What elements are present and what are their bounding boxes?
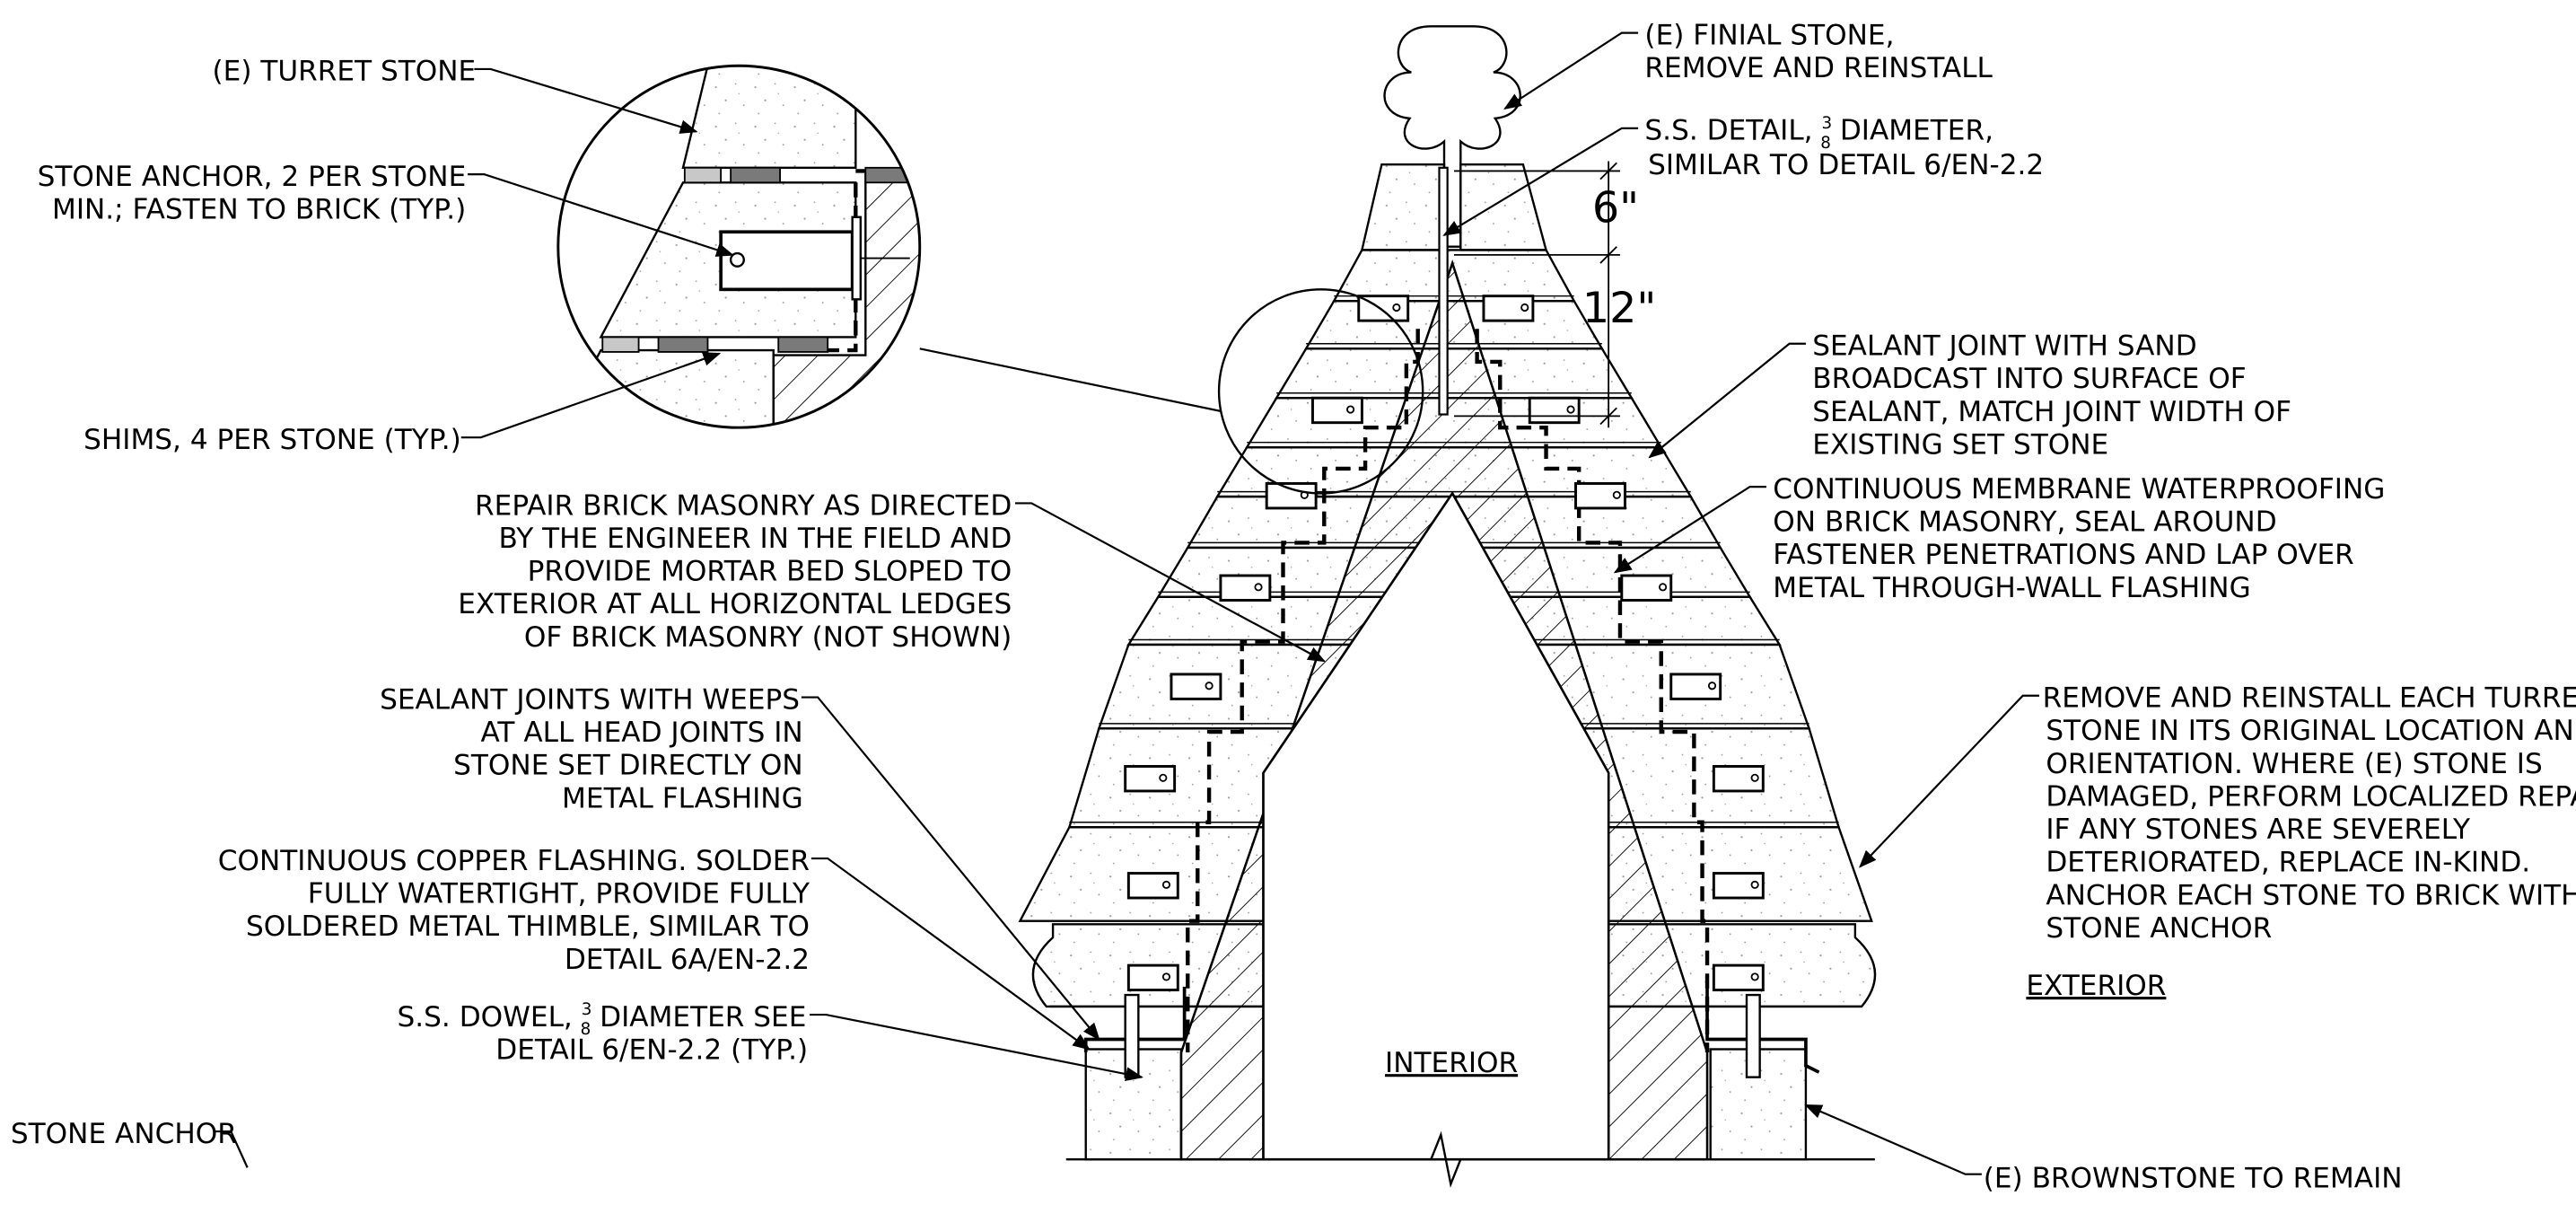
note-dowel-line1b: DIAMETER SEE: [591, 1001, 806, 1033]
note-weeps-line1: SEALANT JOINTS WITH WEEPS: [380, 683, 800, 716]
note-reinstall-line6: DETERIORATED, REPLACE IN-KIND.: [2046, 847, 2530, 879]
ss-dowels: [1124, 993, 1761, 1078]
note-copper-line3: SOLDERED METAL THIMBLE, SIMILAR TO: [246, 910, 810, 943]
anchor-holes: [1159, 303, 1759, 981]
note-weeps-line2: AT ALL HEAD JOINTS IN: [481, 717, 803, 749]
note-dowel-line2: DETAIL 6/EN-2.2 (TYP.): [495, 1033, 808, 1066]
note-reinstall-line7: ANCHOR EACH STONE TO BRICK WITH: [2046, 879, 2576, 911]
note-weeps-line3: STONE SET DIRECTLY ON: [453, 750, 803, 782]
dimension-lines: [1453, 161, 1620, 428]
dim-6: 6": [1592, 183, 1639, 233]
note-copper-line4: DETAIL 6A/EN-2.2: [565, 944, 810, 976]
note-stone-anchor-line1: STONE ANCHOR, 2 PER STONE: [38, 161, 467, 193]
note-membrane-line4: METAL THROUGH-WALL FLASHING: [1773, 572, 2250, 604]
dim-12: 12": [1582, 284, 1656, 333]
fraction-numerator: 3: [582, 1000, 592, 1019]
note-repair-line4: EXTERIOR AT ALL HORIZONTAL LEDGES: [458, 588, 1012, 620]
note-repair-line1: REPAIR BRICK MASONRY AS DIRECTED: [475, 489, 1012, 522]
label-interior: INTERIOR: [1385, 1047, 1518, 1079]
note-weeps-line4: METAL FLASHING: [562, 782, 803, 814]
note-copper-line1: CONTINUOUS COPPER FLASHING. SOLDER: [218, 845, 810, 877]
note-reinstall-line1: REMOVE AND REINSTALL EACH TURRET: [2043, 682, 2576, 715]
note-reinstall-line4: DAMAGED, PERFORM LOCALIZED REPAIR.: [2046, 780, 2576, 813]
fraction-denominator-2: 8: [1820, 134, 1831, 153]
ss-detail-rod: [1438, 166, 1449, 416]
note-reinstall-line3: ORIENTATION. WHERE (E) STONE IS: [2046, 748, 2542, 780]
callout-connector: [919, 347, 1222, 412]
notes-left: (E) TURRET STONE STONE ANCHOR, 2 PER STO…: [11, 56, 1012, 1150]
note-finial-line1: (E) FINIAL STONE,: [1644, 19, 1894, 51]
note-repair-line3: PROVIDE MORTAR BED SLOPED TO: [528, 556, 1012, 588]
note-sealant-line2: BROADCAST INTO SURFACE OF: [1812, 363, 2246, 395]
note-repair-line5: OF BRICK MASONRY (NOT SHOWN): [524, 621, 1012, 654]
note-sealant-line3: SEALANT, MATCH JOINT WIDTH OF: [1812, 396, 2291, 428]
note-sealant-line1: SEALANT JOINT WITH SAND: [1812, 330, 2196, 363]
note-brownstone: (E) BROWNSTONE TO REMAIN: [1984, 1162, 2403, 1194]
finial-stone: [1360, 25, 1548, 251]
note-ss-detail-line1a: S.S. DETAIL,: [1644, 115, 1821, 147]
note-copper-line2: FULLY WATERTIGHT, PROVIDE FULLY: [308, 877, 810, 910]
note-finial-line2: REMOVE AND REINSTALL: [1644, 52, 1993, 84]
label-exterior: EXTERIOR: [2026, 970, 2166, 1002]
note-sealant-line4: EXISTING SET STONE: [1812, 428, 2108, 461]
note-repair-line2: BY THE ENGINEER IN THE FIELD AND: [499, 523, 1012, 555]
membrane-waterproofing: [1186, 329, 1710, 1053]
note-ss-detail-line1b: DIAMETER,: [1831, 115, 1993, 147]
note-reinstall-line5: IF ANY STONES ARE SEVERELY: [2046, 814, 2471, 846]
ground-line: [1065, 1130, 1875, 1188]
note-stone-anchor-title: STONE ANCHOR: [11, 1118, 237, 1150]
fraction-numerator-2: 3: [1821, 114, 1832, 133]
note-membrane-line2: ON BRICK MASONRY, SEAL AROUND: [1773, 506, 2276, 539]
note-reinstall-line2: STONE IN ITS ORIGINAL LOCATION AND: [2046, 715, 2576, 747]
fraction-denominator: 8: [581, 1020, 591, 1039]
zoom-detail: [556, 64, 922, 429]
note-membrane-line1: CONTINUOUS MEMBRANE WATERPROOFING: [1773, 473, 2385, 506]
note-turret-stone: (E) TURRET STONE: [213, 56, 477, 88]
note-dowel-line1a: S.S. DOWEL,: [398, 1001, 582, 1033]
note-ss-detail-line2: SIMILAR TO DETAIL 6/EN-2.2: [1648, 149, 2044, 181]
brownstone-blocks: [1084, 1048, 1808, 1161]
brick-masonry: [1179, 259, 1709, 1161]
note-shims: SHIMS, 4 PER STONE (TYP.): [83, 424, 461, 456]
notes-right: (E) FINIAL STONE, REMOVE AND REINSTALL S…: [1385, 19, 2576, 1194]
stone-anchors-right: [1482, 295, 1765, 992]
detail-callout-circle: [1217, 288, 1424, 495]
note-reinstall-line8: STONE ANCHOR: [2046, 912, 2272, 945]
note-membrane-line3: FASTENER PENETRATIONS AND LAP OVER: [1773, 539, 2353, 571]
leaders: [215, 31, 2039, 1175]
note-stone-anchor-line2: MIN.; FASTEN TO BRICK (TYP.): [52, 194, 466, 226]
